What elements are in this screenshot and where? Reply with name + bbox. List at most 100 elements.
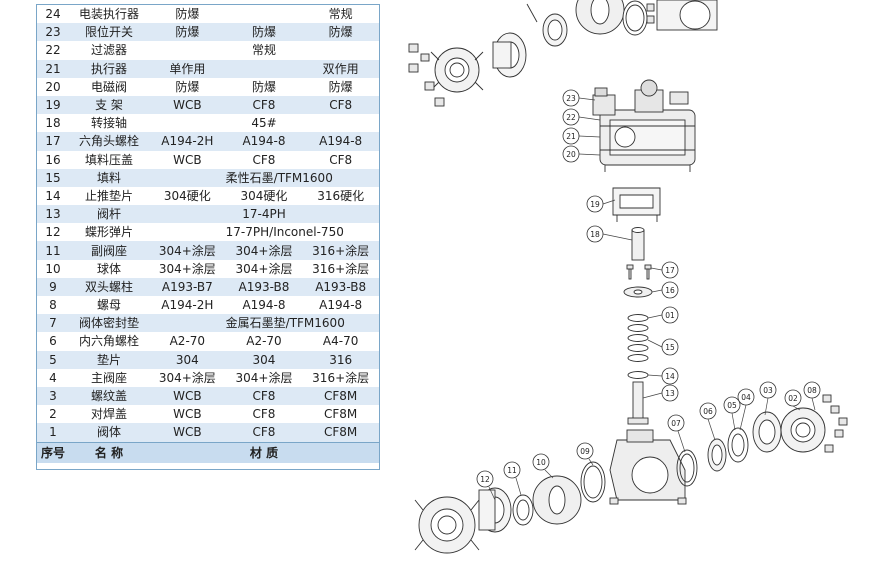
callout-circle [699,402,717,420]
row-number: 2 [37,405,69,424]
bottom-gasket-right [676,449,698,487]
callout-leader [602,233,633,241]
bottom-nuts-right [822,394,848,453]
material-wcb: 单作用 [149,59,226,78]
material-cf8m: 双作用 [302,59,379,78]
material-wcb: A2-70 [149,332,226,351]
material-wcb: 304+涂层 [149,241,226,260]
material-cf8m: 316+涂层 [302,241,379,260]
material-cf8: CF8 [225,423,303,442]
material-cf8m: CF8 [302,150,379,169]
material-cf8: 45# [225,114,303,133]
part-name: 垫片 [69,350,149,369]
stem-13 [627,381,649,425]
callout-circle [661,261,679,279]
callout-number: 07 [671,419,681,428]
bottom-thread-cap [478,487,512,533]
material-cf8m: 防爆 [302,77,379,96]
material-wcb [149,41,226,60]
callout-number: 19 [590,200,600,209]
actuator [592,79,696,172]
material-cf8: A194-8 [225,296,303,315]
exploded-valve-drawing: 2322212019181716011514131211100907060504… [408,0,848,554]
material-wcb: 防爆 [149,23,226,42]
row-number: 15 [37,168,69,187]
callout-number: 02 [788,394,798,403]
material-cf8m: CF8M [302,423,379,442]
callout-number: 17 [665,266,675,275]
row-number: 24 [37,5,69,24]
material-wcb: 304+涂层 [149,259,226,278]
packing-15 [627,314,649,362]
part-name: 电装执行器 [69,5,149,24]
row-number: 4 [37,368,69,387]
material-wcb: 防爆 [149,5,226,24]
material-wcb [149,114,226,133]
material-cf8: A2-70 [225,332,303,351]
bottom-seat-right [707,427,749,472]
callout-leader [650,267,663,271]
row-number: 21 [37,59,69,78]
callout-circle [562,108,580,126]
callout-leader [578,153,601,156]
material-cf8m: 316+涂层 [302,259,379,278]
callout-leader [651,289,663,293]
callout-number: 12 [480,475,490,484]
material-cf8 [225,5,303,24]
part-name: 阀体 [69,423,149,442]
callout-leader [578,97,596,101]
row-number: 1 [37,423,69,442]
callout-number: 20 [566,150,576,159]
part-name: 阀体密封垫 [69,314,149,333]
material-cf8: 柔性石墨/TFM1600 [225,168,333,187]
part-name: 电磁阀 [69,77,149,96]
callout-number: 13 [665,389,675,398]
material-cf8m: A194-8 [302,296,379,315]
callout-circle [737,388,755,406]
callout-circle [661,338,679,356]
material-wcb: WCB [149,386,226,406]
callout-circle [562,89,580,107]
callout-leader [792,405,801,411]
row-number: 19 [37,95,69,115]
callout-number: 04 [741,393,751,402]
callout-circle [759,381,777,399]
bottom-flange-right [780,407,826,453]
callout-number: 11 [507,466,517,475]
callout-circle [784,389,802,407]
callout-number: 16 [665,286,675,295]
material-cf8m: A193-B8 [302,277,379,296]
callout-circle [586,195,604,213]
material-cf8m: CF8M [302,386,379,406]
part-name: 限位开关 [69,23,149,42]
callout-circle [503,461,521,479]
row-number: 22 [37,41,69,60]
part-name: 主阀座 [69,368,149,387]
material-cf8m [302,168,379,187]
gland-16 [623,286,653,298]
material-cf8m [302,223,379,242]
adapter-shaft-18 [631,227,645,261]
material-cf8m: CF8M [302,405,379,424]
material-cf8m [302,41,379,60]
callout-leader [515,477,522,496]
part-name: 螺母 [69,296,149,315]
callout-leader [578,116,601,121]
table-header-row: 序号名 称材 质 [37,441,379,463]
row-number: 18 [37,114,69,133]
callout-number: 09 [580,447,590,456]
callout-circle [562,127,580,145]
callout-number: 06 [703,407,713,416]
row-number: 8 [37,296,69,315]
row-number: 13 [37,205,69,224]
part-name: 对焊盖 [69,405,149,424]
callout-number: 03 [763,386,773,395]
callout-leader [647,374,663,377]
material-cf8m: 316 [302,350,379,369]
part-name: 蝶形弹片 [69,223,149,242]
